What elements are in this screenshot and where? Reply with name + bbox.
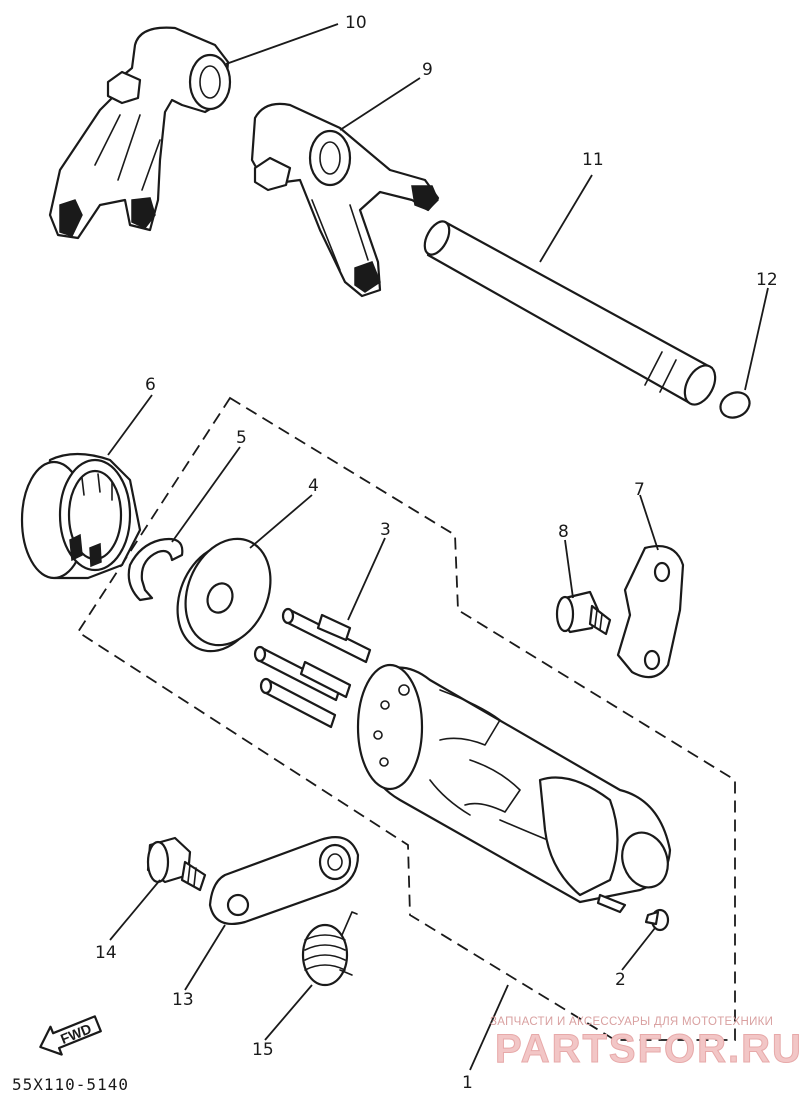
callout-2: 2 bbox=[615, 970, 626, 990]
callout-15: 15 bbox=[252, 1040, 274, 1060]
callout-1: 1 bbox=[462, 1073, 473, 1093]
stopper-lever-13 bbox=[208, 836, 360, 926]
washer-4 bbox=[176, 537, 272, 653]
callout-13: 13 bbox=[172, 990, 194, 1010]
leader-lines bbox=[107, 23, 769, 1071]
fwd-arrow: FWD bbox=[39, 1015, 102, 1056]
shift-fork-10 bbox=[48, 26, 232, 240]
bearing-6 bbox=[20, 452, 142, 580]
bolt-8 bbox=[555, 590, 612, 636]
callout-7: 7 bbox=[634, 480, 645, 500]
watermark-caption: ЗАПЧАСТИ И АКСЕССУАРЫ ДЛЯ МОТОТЕХНИКИ bbox=[490, 1016, 773, 1028]
callout-12: 12 bbox=[756, 270, 778, 290]
callout-5: 5 bbox=[236, 428, 247, 448]
circlip-12 bbox=[719, 391, 751, 419]
shift-fork-9 bbox=[250, 102, 440, 298]
assembly-boundary bbox=[76, 396, 736, 1041]
fwd-label: FWD bbox=[58, 1020, 94, 1047]
clip-5 bbox=[127, 537, 184, 602]
watermark-brand: PARTSFOR.RU bbox=[495, 1027, 800, 1071]
bolt-14 bbox=[146, 836, 207, 892]
torsion-spring-15 bbox=[301, 911, 358, 987]
callout-3: 3 bbox=[380, 520, 391, 540]
shift-drum bbox=[356, 663, 672, 914]
callout-10: 10 bbox=[345, 13, 367, 33]
pins-3 bbox=[253, 607, 372, 729]
catalog-code: 55X110-5140 bbox=[12, 1075, 129, 1094]
callout-6: 6 bbox=[145, 375, 156, 395]
callout-9: 9 bbox=[422, 60, 433, 80]
callout-4: 4 bbox=[308, 476, 319, 496]
stopper-plate-7 bbox=[616, 544, 685, 679]
callout-labels: 10 9 11 12 6 5 4 3 7 8 14 13 15 2 1 bbox=[95, 13, 778, 1093]
callout-11: 11 bbox=[582, 150, 604, 170]
callout-8: 8 bbox=[558, 522, 569, 542]
pin-2 bbox=[644, 908, 670, 932]
callout-14: 14 bbox=[95, 943, 117, 963]
guide-bar-11 bbox=[423, 220, 717, 406]
